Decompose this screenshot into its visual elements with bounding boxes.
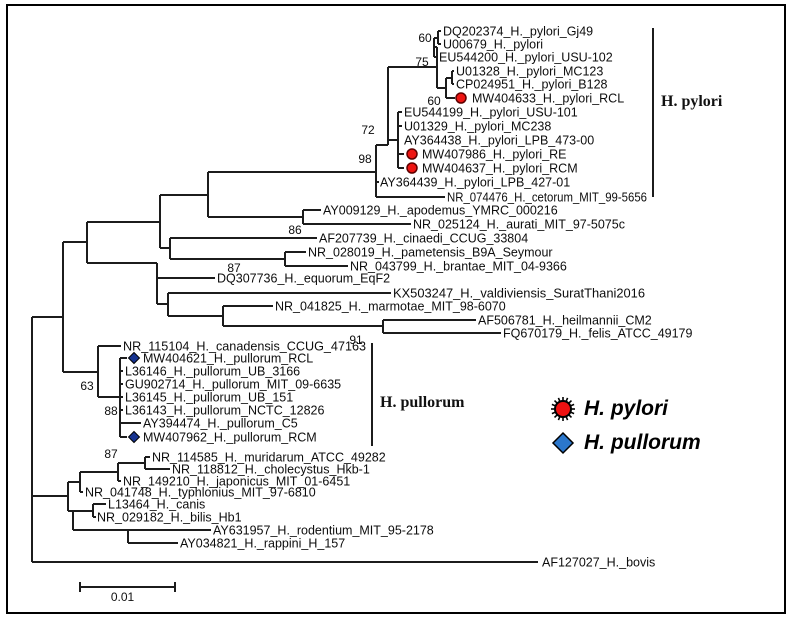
taxon-label: AF207739_H._cinaedi_CCUG_33804 (319, 232, 528, 246)
taxon-label: NR_074476_H._cetorum_MIT_99-5656 (447, 191, 647, 205)
taxon-label: NR_025124_H._aurati_MIT_97-5075c (413, 218, 625, 232)
taxon-label: MW404637_H._pylori_RCM (422, 162, 578, 176)
bootstrap-value: 72 (361, 123, 375, 137)
bootstrap-value: 60 (427, 94, 441, 108)
taxon-label: NR_041748_H._typhlonius_MIT_97-6810 (85, 486, 316, 500)
bootstrap-value: 98 (358, 152, 372, 166)
taxon-label: L36146_H._pullorum_UB_3166 (125, 365, 300, 379)
taxon-label: U01328_H._pylori_MC123 (456, 65, 603, 79)
taxon-label: NR_028019_H._pametensis_B9A_Seymour (308, 246, 553, 260)
bootstrap-value: 60 (418, 31, 432, 45)
legend-label-pylori: H. pylori (584, 397, 669, 420)
bootstrap-value: 91 (349, 333, 363, 347)
taxon-label: FQ670179_H._felis_ATCC_49179 (503, 327, 693, 341)
taxon-label: AY034821_H._rappini_H_157 (180, 537, 345, 551)
pullorum-marker-icon (127, 430, 141, 444)
legend-item-pullorum: H. pullorum (548, 426, 701, 460)
taxon-label: CP024951_H._pylori_B128 (456, 78, 608, 92)
taxon-label: MW404621_H._pullorum_RCL (143, 352, 313, 366)
figure-border (6, 4, 786, 614)
bootstrap-value: 87 (227, 261, 241, 275)
bootstrap-value: 75 (415, 55, 429, 69)
taxon-label: NR_043799_H._brantae_MIT_04-9366 (350, 260, 567, 274)
taxon-label: AY009129_H._apodemus_YMRC_000216 (323, 204, 558, 218)
legend-label-pullorum: H. pullorum (584, 431, 701, 454)
pullorum-marker-icon (127, 351, 141, 365)
pullorum-diamond-icon (551, 431, 575, 455)
legend-diamond (551, 431, 575, 455)
taxon-label: EU544200_H._pylori_USU-102 (439, 51, 613, 65)
taxon-label: U00679_H._pylori (443, 38, 543, 52)
taxon-label: DQ202374_H._pylori_Gj49 (443, 25, 593, 39)
taxon-label: MW407986_H._pylori_RE (422, 148, 567, 162)
taxon-label: U01329_H._pylori_MC238 (404, 120, 551, 134)
taxon-label: AY364438_H._pylori_LPB_473-00 (404, 134, 594, 148)
taxon-label: L13464_H._canis (108, 498, 205, 512)
clade-label-h-pylori: H. pylori (661, 93, 723, 110)
scale-bar-label: 0.01 (110, 590, 135, 604)
taxon-label: AY631957_H._rodentium_MIT_95-2178 (213, 524, 434, 538)
bootstrap-value: 88 (104, 404, 118, 418)
bootstrap-value: 87 (104, 447, 118, 461)
taxon-label: NR_149210_H._japonicus_MIT_01-6451 (123, 475, 350, 489)
taxon-label: MW404633_H._pylori_RCL (472, 92, 624, 106)
taxon-label: AY394474_H._pullorum_C5 (143, 417, 298, 431)
bootstrap-value: 63 (80, 379, 94, 393)
taxon-label: L36145_H._pullorum_UB_151 (125, 391, 293, 405)
taxon-label: AF127027_H._bovis (542, 556, 655, 570)
pylori-sunburst-icon (551, 397, 575, 421)
taxon-label: EU544199_H._pylori_USU-101 (404, 106, 578, 120)
taxon-label: AF506781_H._heilmannii_CM2 (478, 314, 652, 328)
taxon-label: NR_115104_H._canadensis_CCUG_47163 (123, 340, 366, 354)
legend-circle (554, 400, 572, 418)
taxon-label: NR_114585_H._muridarum_ATCC_49282 (152, 451, 386, 465)
pylori-marker-icon (406, 162, 418, 174)
taxon-label: KX503247_H._valdiviensis_SuratThani2016 (393, 287, 645, 301)
taxon-label: MW407962_H._pullorum_RCM (143, 431, 317, 445)
taxon-label: L36143_H._pullorum_NCTC_12826 (125, 404, 324, 418)
taxon-label: NR_029182_H._bilis_Hb1 (97, 511, 242, 525)
pylori-marker-icon (406, 148, 418, 160)
legend-item-pylori: H. pylori (548, 392, 701, 426)
bootstrap-value: 86 (288, 223, 302, 237)
taxon-label: GU902714_H._pullorum_MIT_09-6635 (125, 378, 341, 392)
clade-label-h-pullorum: H. pullorum (380, 394, 465, 411)
legend: H. pylori H. pullorum (548, 392, 701, 460)
taxon-label: NR_041825_H._marmotae_MIT_98-6070 (275, 300, 506, 314)
taxon-label: NR_118812_H._cholecystus_Hkb-1 (172, 463, 370, 477)
pylori-marker-icon (455, 92, 467, 104)
taxon-label: DQ307736_H._equorum_EqF2 (217, 272, 390, 286)
taxon-label: AY364439_H._pylori_LPB_427-01 (380, 176, 570, 190)
